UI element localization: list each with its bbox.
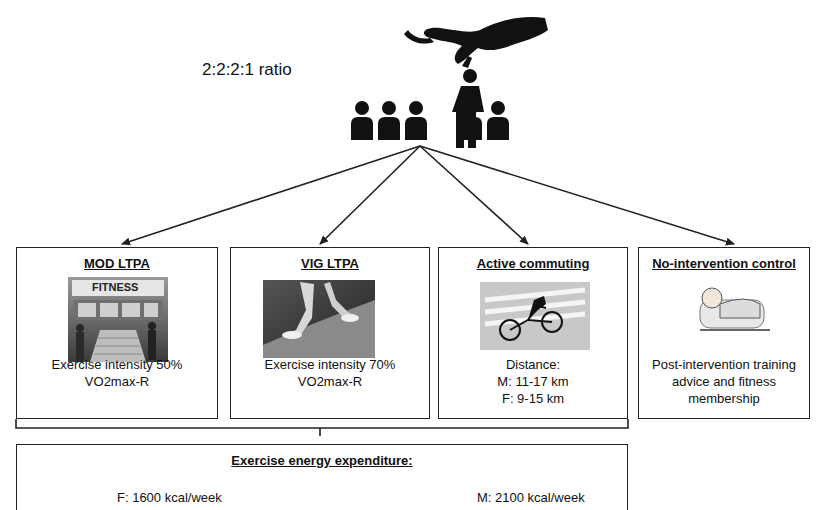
resting-figure: [700, 288, 770, 330]
box-heading: Active commuting: [443, 256, 623, 272]
picked-person: [452, 56, 484, 148]
image-space: [235, 272, 425, 356]
box-text: F: 9-15 km: [448, 390, 618, 407]
arm-box: MOD LTPA Exercise intensity 50% VO2max-R: [16, 247, 218, 419]
box-heading: MOD LTPA: [21, 256, 213, 272]
running-photo: [263, 280, 375, 358]
summary-box: Exercise energy expenditure: F: 1600 kcal…: [16, 444, 628, 510]
box-heading: VIG LTPA: [235, 256, 425, 272]
image-space: [443, 272, 623, 356]
box-text: Distance:: [448, 356, 618, 373]
box-text: Exercise intensity 70% VO2max-R: [255, 356, 405, 390]
gym-photo: [68, 277, 168, 362]
hand-icon: [404, 17, 548, 64]
arm-box: Active commutingDistance:M: 11-17 kmF: 9…: [438, 247, 628, 419]
image-space: [643, 272, 805, 356]
box-heading: No-intervention control: [643, 256, 805, 272]
arm-box: No-intervention controlPost-intervention…: [638, 247, 810, 419]
box-heading: Exercise energy expenditure:: [21, 453, 623, 469]
ratio-label: 2:2:2:1 ratio: [202, 60, 292, 80]
cycling-photo: [480, 282, 590, 350]
box-text: M: 2100 kcal/week: [477, 489, 585, 506]
arm-box: VIG LTPA Exercise intensity 70% VO2max-R: [230, 247, 430, 419]
box-text: F: 1600 kcal/week: [117, 489, 222, 506]
people-group: [351, 101, 509, 140]
group-bracket: [16, 419, 628, 436]
box-text: M: 11-17 km: [448, 373, 618, 390]
allocation-arrows: [122, 146, 734, 244]
sign-text: FITNESS: [92, 281, 138, 294]
box-text: Post-intervention training advice and fi…: [644, 356, 804, 407]
box-text: Exercise intensity 50% VO2max-R: [42, 356, 192, 390]
